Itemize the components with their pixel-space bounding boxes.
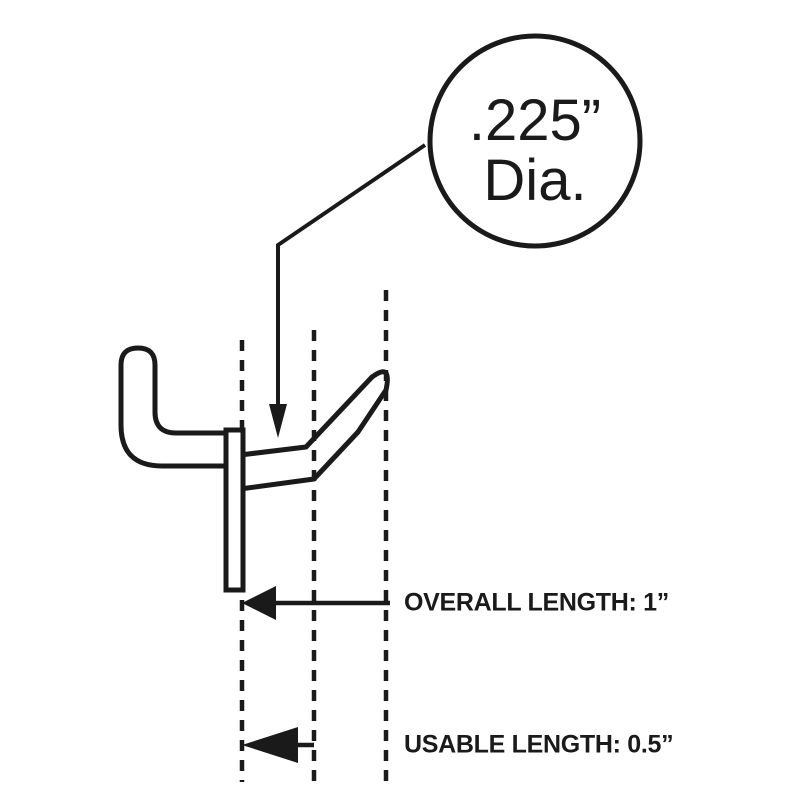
callout-leader-line bbox=[276, 143, 427, 412]
dimension-usable-length: USABLE LENGTH: 0.5” bbox=[242, 727, 674, 763]
prong-lower-edge bbox=[237, 429, 361, 492]
callout-circle bbox=[427, 33, 643, 249]
callout-diameter-label: Dia. bbox=[483, 148, 586, 213]
rear-j-hook bbox=[118, 345, 235, 469]
overall-length-label: OVERALL LENGTH: 1” bbox=[404, 589, 669, 617]
hook-part bbox=[118, 345, 390, 593]
usable-length-label: USABLE LENGTH: 0.5” bbox=[404, 731, 673, 759]
overall-length-arrowhead-icon bbox=[242, 586, 276, 620]
diameter-callout: .225” Dia. bbox=[269, 33, 643, 438]
usable-length-arrowhead-icon bbox=[242, 727, 298, 763]
callout-diameter-value: .225” bbox=[469, 88, 601, 153]
dimension-overall-length: OVERALL LENGTH: 1” bbox=[242, 586, 669, 620]
backplate bbox=[223, 427, 246, 593]
prong-rounded-tip bbox=[355, 369, 390, 435]
callout-arrowhead-icon bbox=[269, 404, 287, 438]
prong-upper-edge bbox=[237, 374, 375, 458]
